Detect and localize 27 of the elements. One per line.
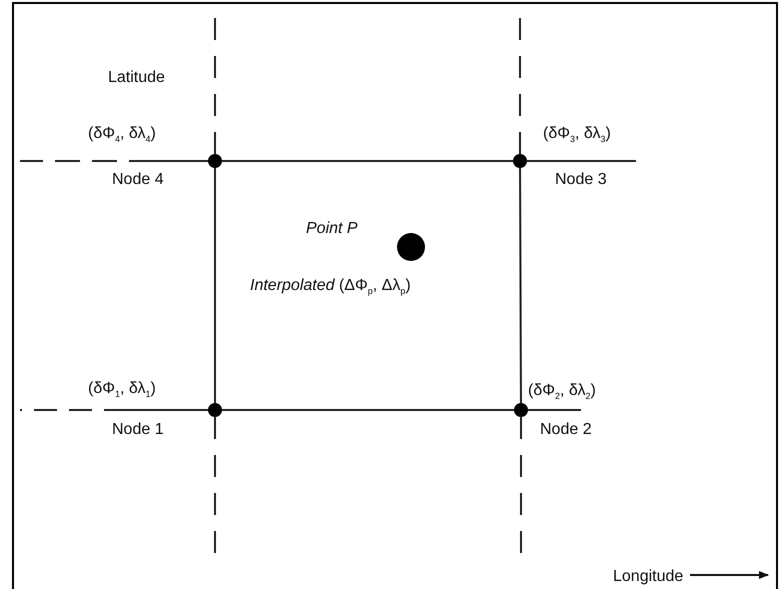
interpolated-value-label: Interpolated (ΔΦ$_{p}$, Δλ$_{p}$): [250, 276, 411, 297]
node-label: Node 1: [112, 420, 164, 440]
grid-line: [222, 409, 514, 411]
node-label: Node 3: [555, 170, 607, 190]
point-dot: [397, 233, 425, 261]
coordinate-label: (δΦ$_{3}$, δλ$_{3}$): [543, 124, 611, 145]
grid-node-dot: [513, 154, 527, 168]
axis-label: Longitude: [613, 567, 684, 586]
grid-line: [519, 168, 522, 403]
grid-line: [528, 409, 581, 411]
point-label: Point P: [306, 219, 358, 238]
grid-line: [214, 168, 216, 403]
dashed-grid-line: [214, 15, 216, 154]
dashed-grid-line: [20, 409, 208, 411]
node-label: Node 4: [112, 170, 164, 190]
node-label: Node 2: [540, 420, 592, 440]
dashed-grid-line: [519, 15, 521, 154]
coordinate-label: (δΦ$_{1}$, δλ$_{1}$): [88, 379, 156, 400]
grid-line: [527, 160, 636, 162]
coordinate-label: (δΦ$_{2}$, δλ$_{2}$): [528, 381, 596, 402]
grid-line: [222, 160, 513, 162]
coordinate-label: (δΦ$_{4}$, δλ$_{4}$): [88, 124, 156, 145]
grid-node-dot: [208, 403, 222, 417]
grid-node-dot: [208, 154, 222, 168]
dashed-grid-line: [20, 160, 208, 162]
axis-label: Latitude: [108, 68, 165, 88]
grid-node-dot: [514, 403, 528, 417]
